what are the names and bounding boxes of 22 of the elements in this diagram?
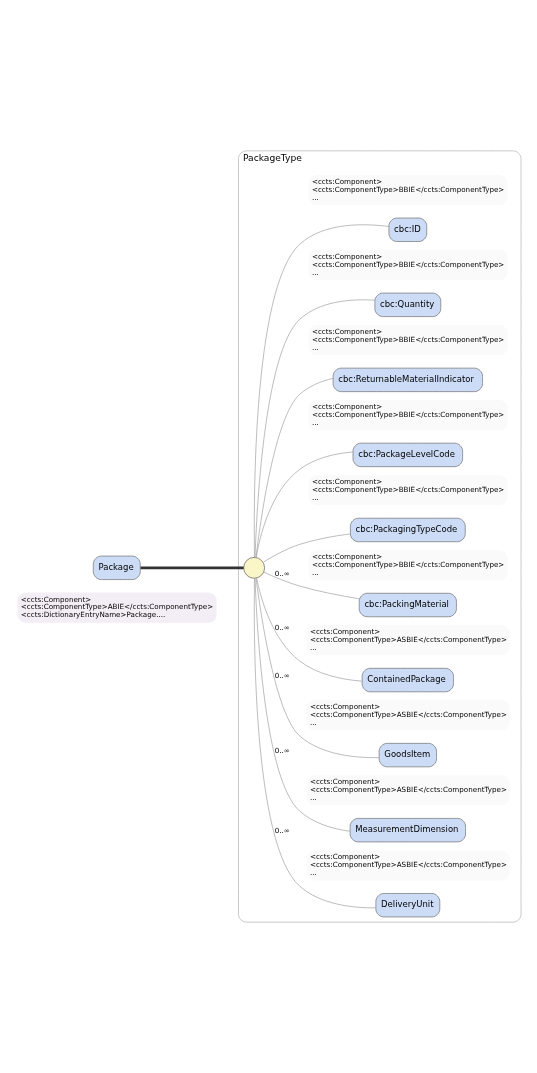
node-box: cbc:PackingMaterial <box>358 592 457 618</box>
node-box: cbc:PackagingTypeCode <box>350 517 466 543</box>
connector <box>253 224 390 558</box>
connector <box>140 566 244 570</box>
connector <box>256 577 363 682</box>
connector <box>254 299 376 558</box>
connector <box>263 533 351 563</box>
connector <box>255 378 334 558</box>
node-box: cbc:Quantity <box>374 292 442 317</box>
node-box: cbc:ReturnableMaterialIndicator <box>332 367 483 392</box>
node-box: cbc:PackageLevelCode <box>352 442 463 467</box>
node-box: GoodsItem <box>378 743 437 768</box>
node-box: ContainedPackage <box>361 668 454 693</box>
connector <box>253 578 377 909</box>
connector <box>255 577 380 758</box>
node-box: cbc:ID <box>388 217 428 242</box>
node-box: DeliveryUnit <box>375 893 441 918</box>
node-circle <box>243 557 265 579</box>
node-box: MeasurementDimension <box>349 818 466 843</box>
node-box: Package <box>92 555 141 580</box>
connector <box>254 578 351 832</box>
connector <box>263 571 360 600</box>
